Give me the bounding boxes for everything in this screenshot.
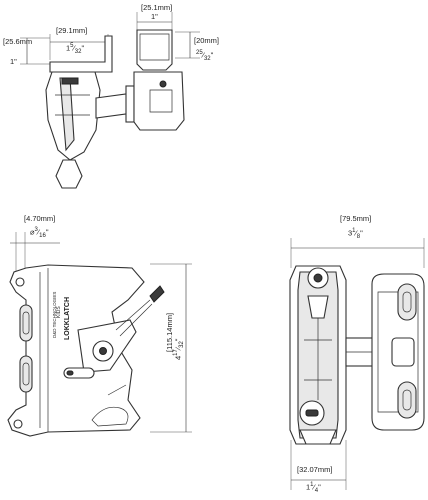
side-hole-metric: [4.70mm] [24,214,56,223]
side-lower-slot [19,355,33,393]
side-upper-slot-inner [22,311,30,335]
top-left-height-imperial: 1" [10,57,17,66]
front-keyhole-icon [305,409,319,417]
front-base [299,429,337,445]
side-small-slot [63,367,95,379]
top-right-height-metric: [20mm] [194,36,220,45]
frac-den: 32 [203,56,211,62]
top-pull-ring [55,159,83,189]
top-mount-housing [133,71,185,131]
top-width-imperial: 1" [151,12,158,21]
product-brand-text: LOKKLATCH [64,296,71,340]
top-screw-icon [159,80,167,88]
top-mount-inner [139,33,170,61]
front-width-imperial: 31⁄8" [348,228,363,240]
frac-whole: 4 [173,355,183,360]
top-bracket-plate [49,35,113,73]
frac-den: 16 [39,233,46,239]
front-bottom-imperial: 11⁄4" [306,482,321,494]
top-inner-width-imperial: 15⁄32" [66,43,85,55]
top-view [20,12,200,189]
side-small-slot-pin [66,370,74,376]
side-upper-slot [19,304,33,342]
side-release-tip-icon [149,285,165,303]
side-lower-slot-inner [22,362,30,386]
frac-mark: " [360,228,363,238]
top-inner-width-metric: [29.1mm] [56,26,88,35]
side-bottom-hole-icon [13,419,23,429]
product-kids-text: KIDS [56,306,62,318]
frac-den: 32 [179,341,185,348]
side-release-cord [115,299,153,337]
side-latch-body [7,264,145,437]
side-jaw [91,406,129,427]
frac-whole: 3 [348,228,353,238]
top-right-height-imperial: 25⁄32" [196,50,214,62]
top-mount-block [136,29,173,71]
frac-whole: 1 [66,43,71,53]
front-top-knob-center-icon [313,273,323,283]
frac-whole: 1 [306,482,311,492]
frac-mark: " [318,482,321,492]
top-width-metric: [25.1mm] [141,3,173,12]
frac-prefix: ⌀ [30,227,35,237]
side-jaw-line [107,384,127,396]
side-height-imperial: 417⁄32" [173,338,185,360]
side-top-hole-icon [15,277,25,287]
frac-mark: " [45,227,49,237]
top-arm-flange [125,85,135,123]
side-hole-imperial: ⌀3⁄16" [30,227,49,239]
frac-den: 4 [314,488,319,494]
front-upper-slot [397,283,417,321]
front-lower-slot [397,381,417,419]
frac-num: 5 [70,43,74,49]
front-upper-slot-inner [402,291,412,313]
frac-num: 25 [196,50,203,56]
front-pin-upper [307,295,329,319]
frac-mark: " [210,50,214,60]
frac-num: 17 [173,349,179,356]
front-pin-guides [304,339,332,381]
top-housing-inner [149,89,173,113]
frac-mark: " [81,43,85,53]
front-mount-boss [391,337,415,367]
top-latch-cap [61,77,79,85]
top-latch-lines [55,94,90,116]
front-bottom-metric: [32.07mm] [297,465,333,474]
front-lower-slot-inner [402,389,412,411]
front-width-metric: [79.5mm] [340,214,372,223]
side-view [7,232,192,437]
product-maker-text: D&D TECHNOLOGIES [52,291,57,338]
front-view [289,238,425,490]
frac-num: 1 [352,228,356,234]
top-left-height-metric: [25.6mm [3,37,33,46]
frac-den: 8 [356,234,361,240]
side-knob-center-icon [99,347,107,355]
frac-num: 1 [310,482,314,488]
frac-num: 3 [34,227,38,233]
frac-den: 32 [74,49,82,55]
frac-mark: " [173,338,183,342]
